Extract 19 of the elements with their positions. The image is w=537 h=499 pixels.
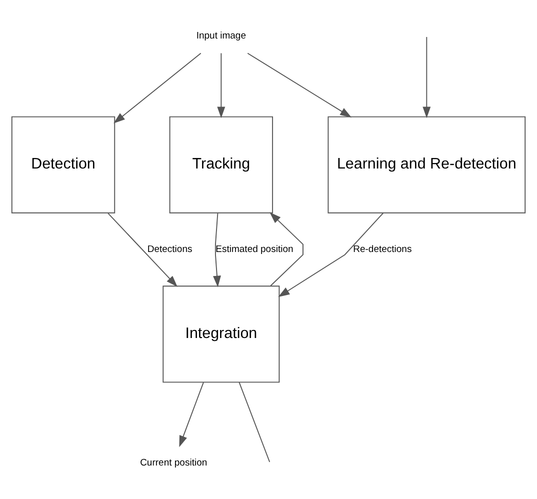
arrow bbox=[217, 52, 226, 118]
arrow bbox=[213, 212, 221, 288]
edge-label: Detections bbox=[147, 244, 192, 255]
arrow bbox=[422, 36, 431, 118]
arrow bbox=[247, 52, 352, 118]
arrow bbox=[278, 212, 384, 298]
node-text: Input image bbox=[196, 30, 246, 42]
node-box: Detection bbox=[11, 116, 116, 214]
node-box: Tracking bbox=[169, 116, 274, 214]
node-box: Learning and Re-detection bbox=[328, 116, 526, 214]
node-box: Integration bbox=[162, 286, 280, 383]
arrow bbox=[114, 52, 202, 124]
node-text: Current position bbox=[140, 457, 208, 468]
arrow bbox=[179, 382, 204, 448]
edge-label: Estimated position bbox=[216, 244, 294, 255]
arrow bbox=[270, 212, 304, 286]
connector bbox=[238, 382, 270, 462]
arrow bbox=[108, 212, 178, 287]
edge-label: Re-detections bbox=[353, 244, 412, 255]
